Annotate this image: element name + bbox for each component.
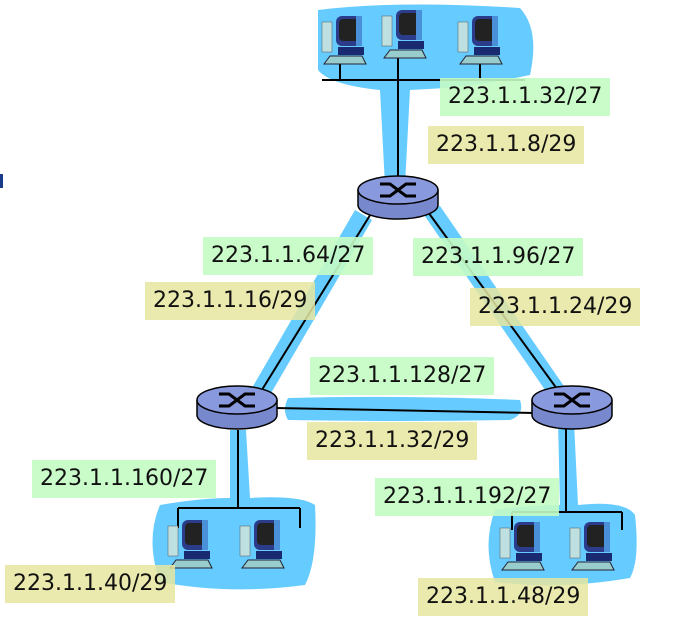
- subnet-label-left-link-27: 223.1.1.64/27: [203, 237, 374, 275]
- subnet-label-bottom-link-29: 223.1.1.32/29: [307, 422, 478, 460]
- subnet-label-right-lan-27: 223.1.1.192/27: [375, 478, 560, 516]
- link-left-right: [274, 407, 536, 414]
- bottom-link-region: [285, 396, 522, 421]
- left-lan-bus: [177, 430, 301, 528]
- router-top[interactable]: [357, 175, 439, 220]
- subnet-label-top-29: 223.1.1.8/29: [428, 126, 585, 164]
- router-x-icon: [554, 392, 590, 408]
- subnet-label-left-lan-27: 223.1.1.160/27: [32, 460, 217, 498]
- wires: [177, 58, 623, 530]
- edge-mark: [0, 174, 3, 188]
- right-lan-bus: [511, 424, 623, 530]
- subnet-label-left-link-29: 223.1.1.16/29: [145, 282, 316, 320]
- router-x-icon: [219, 392, 255, 408]
- subnet-label-top-27: 223.1.1.32/27: [440, 78, 611, 116]
- router-left[interactable]: [196, 385, 278, 430]
- subnet-label-left-lan-29: 223.1.1.40/29: [5, 565, 176, 603]
- subnet-label-bottom-link-27: 223.1.1.128/27: [310, 357, 495, 395]
- subnet-label-right-lan-29: 223.1.1.48/29: [418, 578, 589, 616]
- router-x-icon: [380, 182, 416, 198]
- subnet-label-right-link-29: 223.1.1.24/29: [470, 288, 641, 326]
- top-lan-bus: [322, 58, 525, 180]
- subnet-label-right-link-27: 223.1.1.96/27: [413, 238, 584, 276]
- router-right[interactable]: [531, 385, 613, 430]
